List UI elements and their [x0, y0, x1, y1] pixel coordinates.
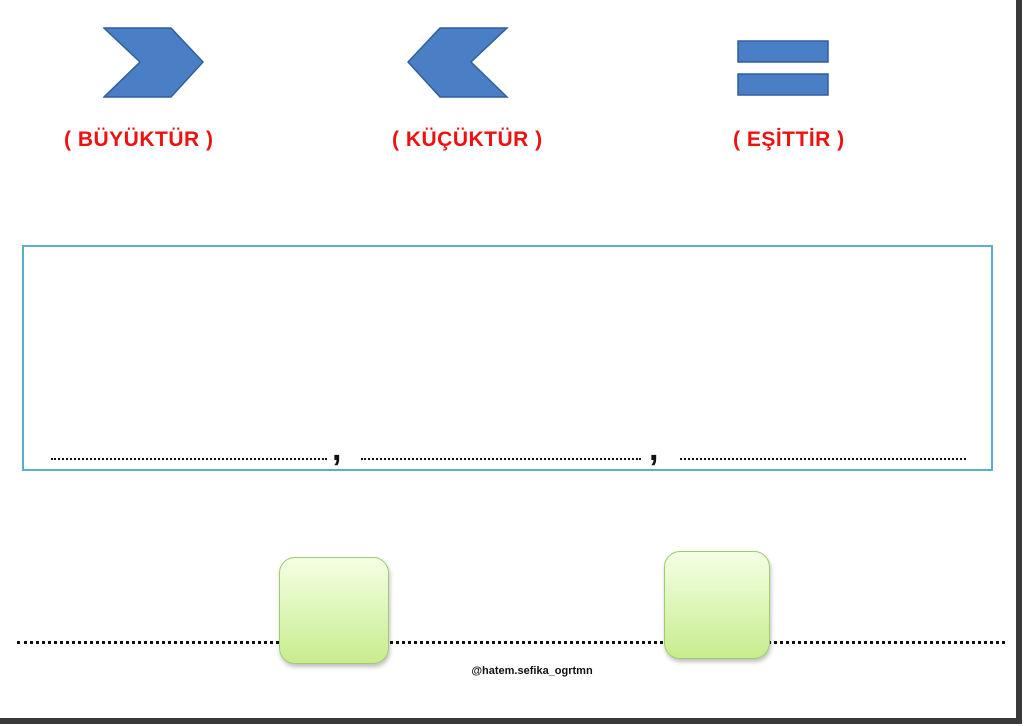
- answer-blank-2[interactable]: [361, 458, 641, 460]
- answer-blank-3[interactable]: [680, 458, 966, 460]
- answer-separator-1: ,: [332, 430, 342, 468]
- less-than-label: ( KÜÇÜKTÜR ): [392, 128, 543, 151]
- greater-than-chevron-icon: [103, 27, 205, 99]
- equals-icon: [737, 40, 831, 98]
- less-than-chevron-icon: [407, 27, 509, 99]
- bottom-dotted-line: [17, 641, 1005, 644]
- answer-separator-2: ,: [649, 430, 659, 468]
- comparison-box-2[interactable]: [664, 551, 770, 659]
- answer-box: [22, 245, 993, 471]
- comparison-box-1[interactable]: [279, 557, 389, 664]
- answer-blank-1[interactable]: [51, 458, 327, 460]
- author-credit: @hatem.sefika_ogrtmn: [471, 665, 593, 677]
- equals-label: ( EŞİTTİR ): [733, 128, 845, 151]
- greater-than-label: ( BÜYÜKTÜR ): [64, 128, 214, 151]
